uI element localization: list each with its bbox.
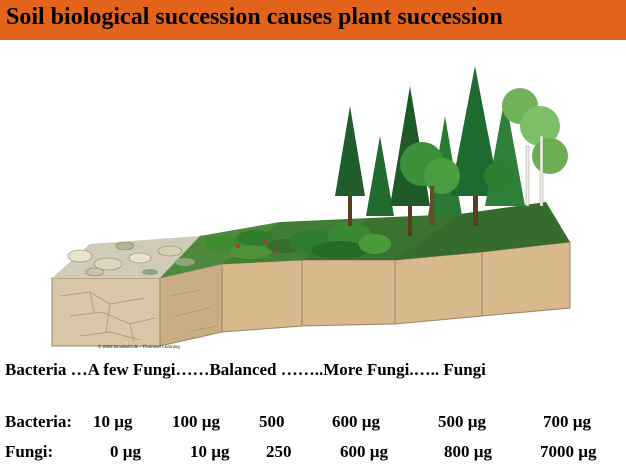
bacteria-value: 500 [259,412,285,431]
succession-sequence: Bacteria …A few Fungi……Balanced ……..More… [0,360,626,382]
bacteria-label: Bacteria: [5,412,73,431]
fungi-value: 0 µg [110,442,142,461]
fungi-value: 7000 µg [540,442,597,461]
fungi-value: 250 [266,442,292,461]
title-bar: Soil biological succession causes plant … [0,0,626,40]
fungi-value: 10 µg [190,442,230,461]
bacteria-value: 700 µg [543,412,592,431]
bacteria-value: 100 µg [172,412,221,431]
succession-line: Bacteria …A few Fungi……Balanced ……..More… [5,360,486,379]
fungi-label: Fungi: [5,442,54,461]
bacteria-value: 10 µg [93,412,133,431]
bacteria-row: Bacteria: 10 µg 100 µg 500 600 µg 500 µg… [0,412,626,434]
copyright-credit: © 2002 Brooks/Cole - Thomson Learning [98,343,180,349]
bacteria-value: 500 µg [438,412,487,431]
succession-illustration: © 2002 Brooks/Cole - Thomson Learning [51,66,571,349]
soil-blocks [51,241,571,347]
page-title: Soil biological succession causes plant … [6,4,503,30]
grasses [205,222,391,259]
fungi-value: 600 µg [340,442,389,461]
deciduous-trees [400,88,568,226]
fungi-row: Fungi: 0 µg 10 µg 250 600 µg 800 µg 7000… [0,442,626,464]
bacteria-value: 600 µg [332,412,381,431]
fungi-value: 800 µg [444,442,493,461]
rocks [67,241,195,277]
